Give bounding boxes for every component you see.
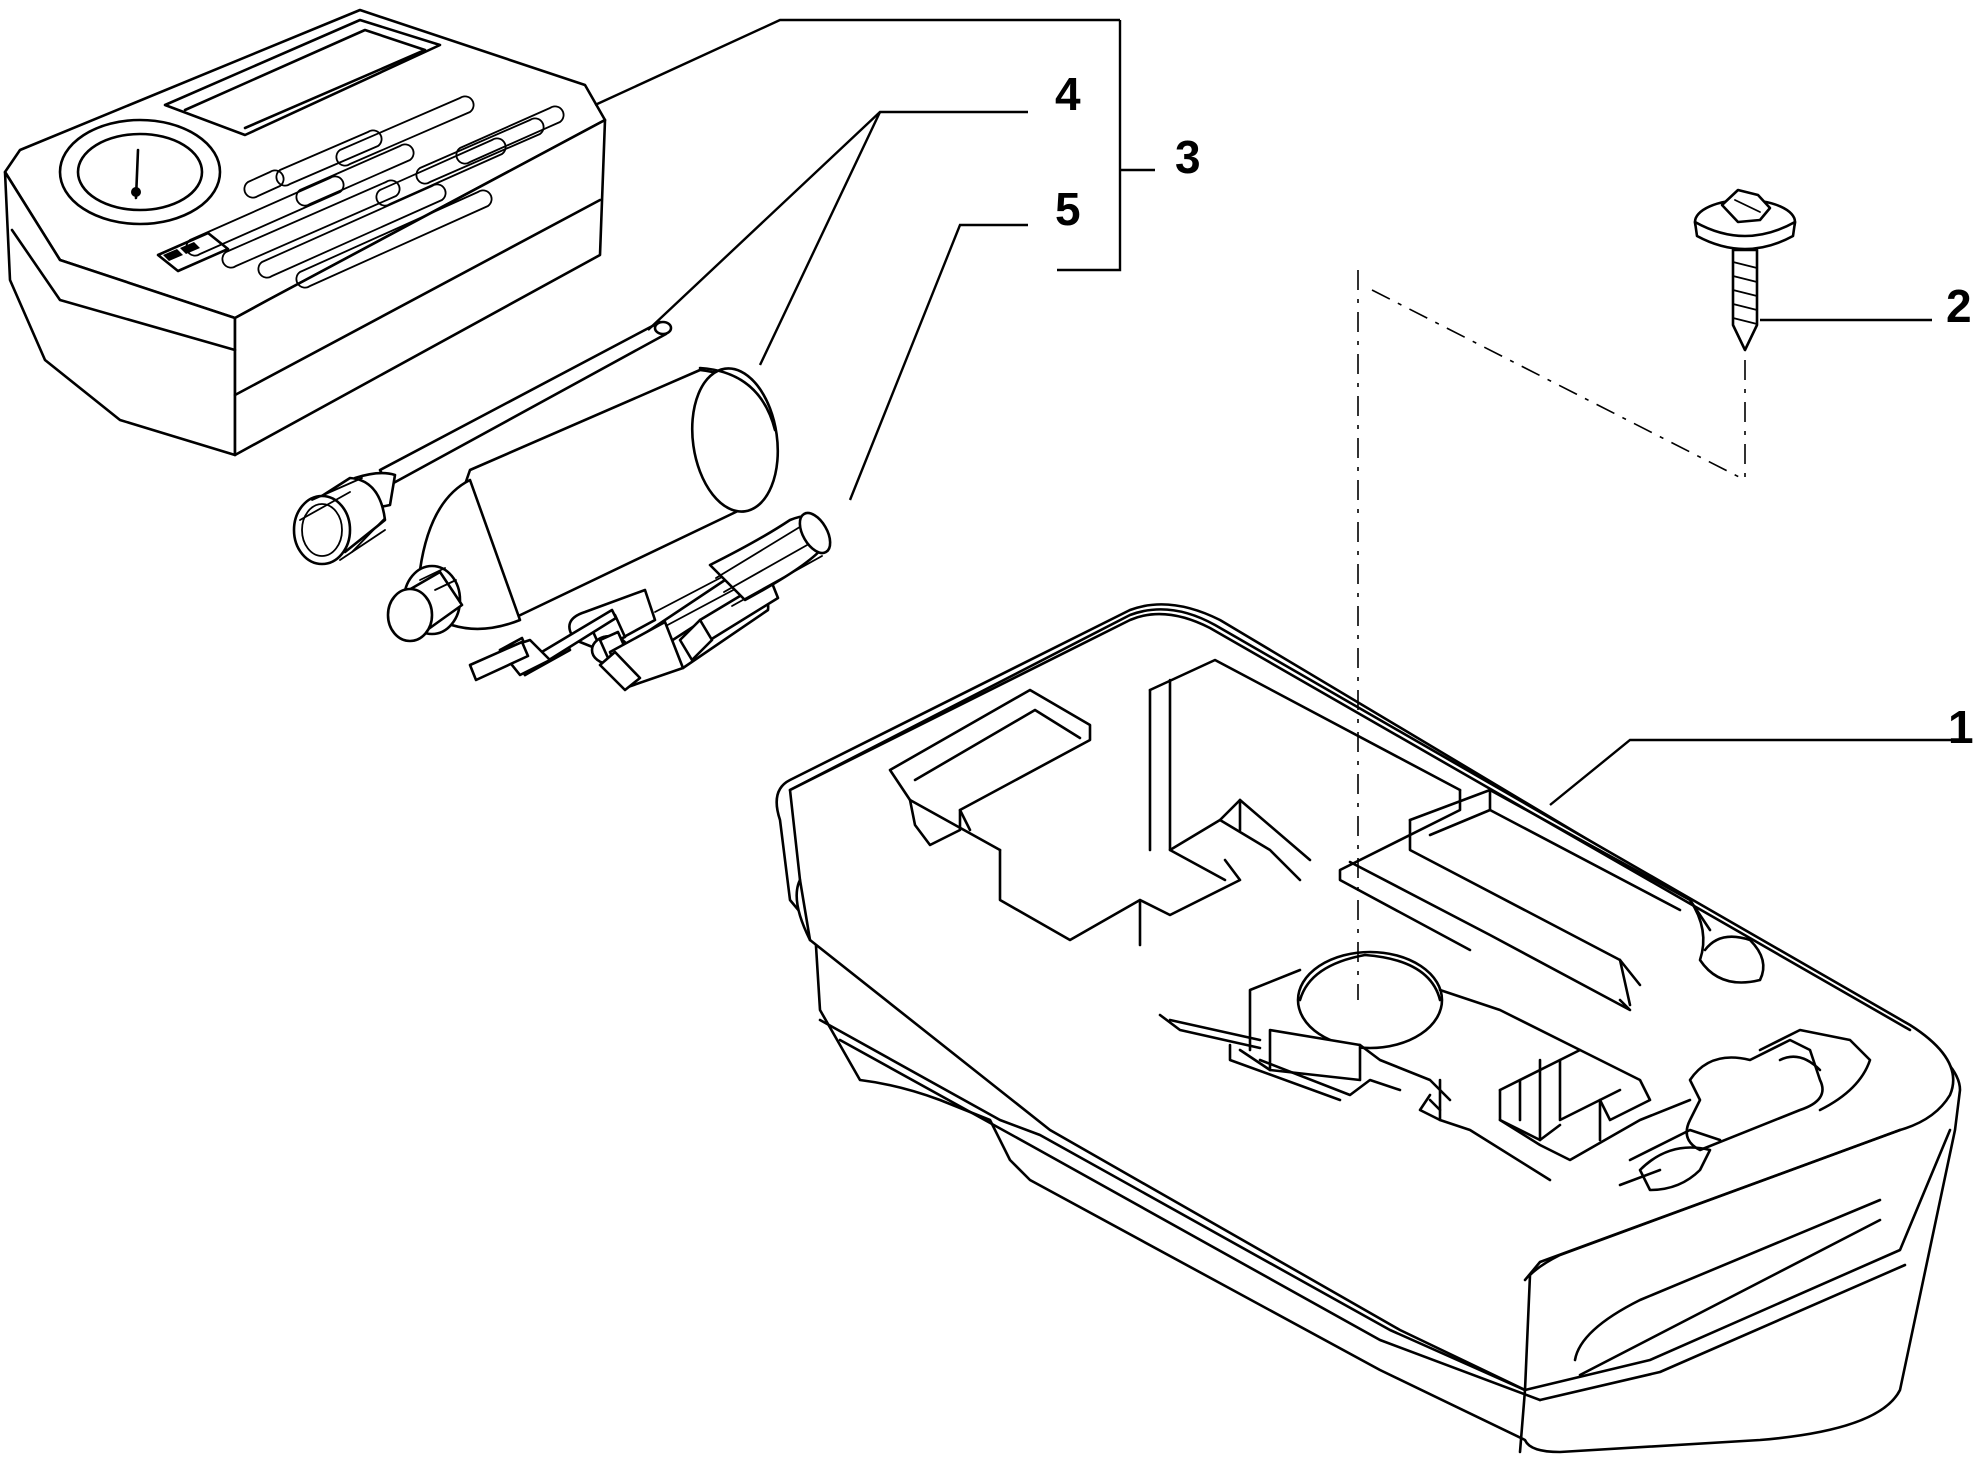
air-compressor-icon — [3, 8, 607, 457]
foam-tray-icon — [775, 603, 1962, 1454]
screw-icon — [1693, 188, 1797, 352]
callout-5: 5 — [1055, 183, 1081, 235]
assembly-guide-lines — [1357, 270, 1746, 1000]
sealant-bottle-icon — [386, 366, 780, 643]
callout-1: 1 — [1948, 701, 1974, 753]
valve-tool-icon — [468, 511, 832, 692]
callout-4: 4 — [1055, 68, 1081, 120]
leader-lines — [594, 18, 1970, 806]
callout-2: 2 — [1946, 280, 1972, 332]
callout-3: 3 — [1175, 131, 1201, 183]
inflation-hose-icon — [292, 320, 673, 566]
